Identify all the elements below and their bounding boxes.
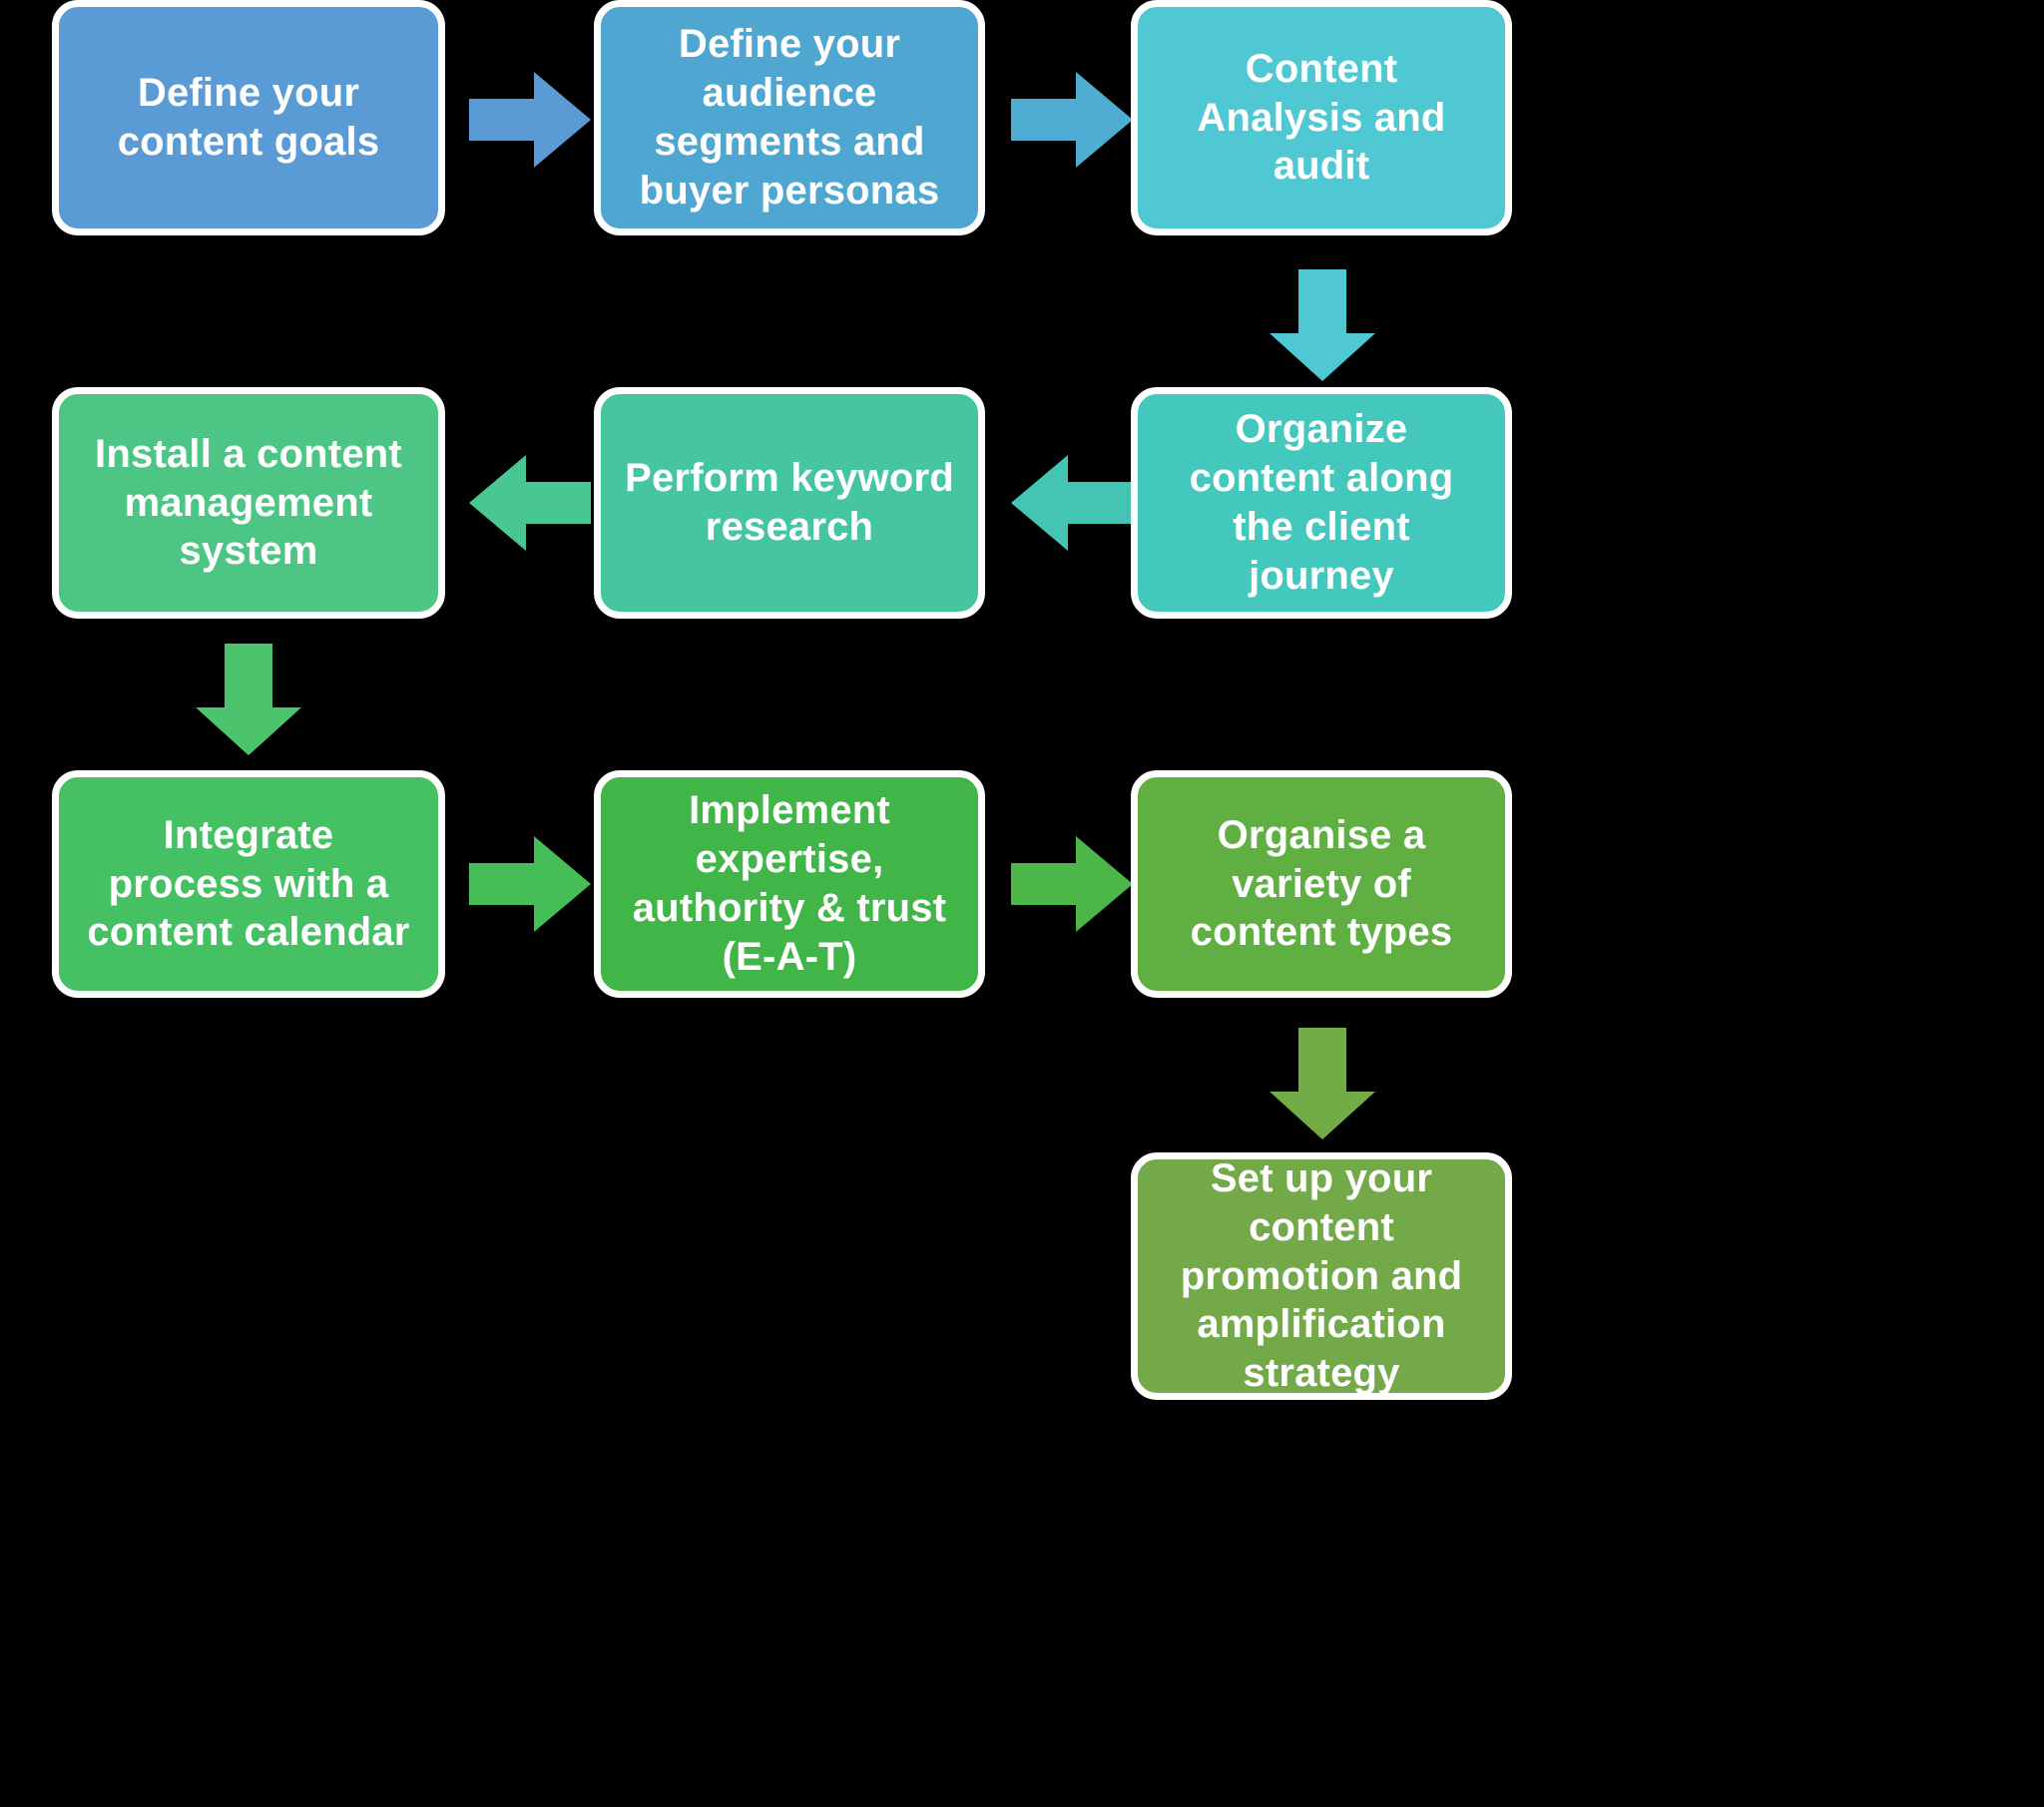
process-node-define-content-goals[interactable]: Define your content goals xyxy=(52,0,445,235)
arrow-calendar-to-eat xyxy=(469,836,591,932)
node-label: Set up your content promotion and amplif… xyxy=(1180,1156,1463,1396)
arrow-left-icon xyxy=(1011,455,1133,551)
arrow-down-icon xyxy=(1270,1028,1375,1139)
arrow-eat-to-types xyxy=(1011,836,1133,932)
node-label: Content Analysis and audit xyxy=(1197,46,1446,189)
process-node-content-analysis-audit[interactable]: Content Analysis and audit xyxy=(1131,0,1512,235)
arrow-right-icon xyxy=(469,836,591,932)
arrow-right-icon xyxy=(1011,836,1133,932)
arrow-audience-to-analysis xyxy=(1011,72,1133,168)
node-label: Perform keyword research xyxy=(625,456,954,549)
process-node-integrate-content-calendar[interactable]: Integrate process with a content calenda… xyxy=(52,770,445,998)
process-node-define-audience-segments[interactable]: Define your audience segments and buyer … xyxy=(594,0,985,235)
arrow-organize-to-keyword xyxy=(1011,455,1133,551)
node-label: Implement expertise, authority & trust (… xyxy=(632,788,947,979)
process-node-install-cms[interactable]: Install a content management system xyxy=(52,387,445,619)
node-label: Define your audience segments and buyer … xyxy=(639,22,940,213)
arrow-down-icon xyxy=(196,644,301,755)
process-node-organise-content-types[interactable]: Organise a variety of content types xyxy=(1131,770,1512,998)
arrow-keyword-to-cms xyxy=(469,455,591,551)
node-label: Organise a variety of content types xyxy=(1190,812,1453,955)
node-label: Define your content goals xyxy=(117,71,380,164)
arrow-left-icon xyxy=(469,455,591,551)
arrow-analysis-to-organize xyxy=(1270,269,1375,381)
process-node-implement-eat[interactable]: Implement expertise, authority & trust (… xyxy=(594,770,985,998)
arrow-right-icon xyxy=(1011,72,1133,168)
arrow-down-icon xyxy=(1270,269,1375,381)
arrow-cms-to-calendar xyxy=(196,644,301,755)
process-node-perform-keyword-research[interactable]: Perform keyword research xyxy=(594,387,985,619)
process-node-content-promotion-strategy[interactable]: Set up your content promotion and amplif… xyxy=(1131,1152,1512,1400)
process-node-organize-content-client-journey[interactable]: Organize content along the client journe… xyxy=(1131,387,1512,619)
node-label: Integrate process with a content calenda… xyxy=(87,812,410,955)
arrow-right-icon xyxy=(469,72,591,168)
node-label: Organize content along the client journe… xyxy=(1189,407,1454,598)
node-label: Install a content management system xyxy=(95,431,402,574)
arrow-types-to-promotion xyxy=(1270,1028,1375,1139)
arrow-goals-to-audience xyxy=(469,72,591,168)
